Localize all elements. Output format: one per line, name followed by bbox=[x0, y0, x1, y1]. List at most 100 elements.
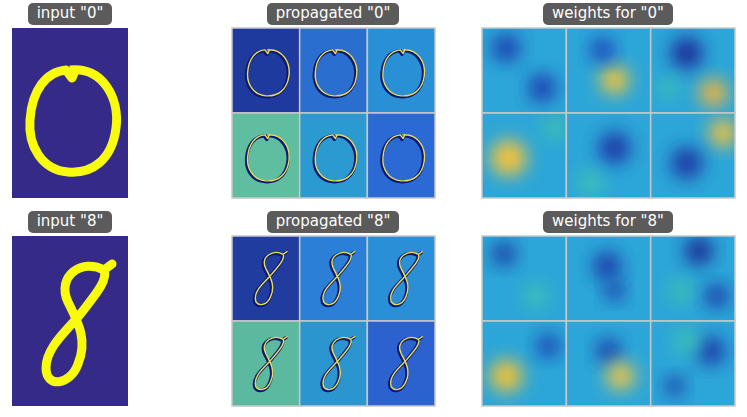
tile-digit bbox=[391, 252, 423, 305]
tile-digit bbox=[390, 253, 422, 306]
tile-ground bbox=[232, 321, 300, 406]
weight-blob bbox=[492, 242, 516, 266]
tile-border bbox=[566, 236, 650, 321]
tile-ground bbox=[566, 28, 650, 113]
weight-blob bbox=[659, 78, 679, 98]
propagated-tile bbox=[367, 113, 435, 198]
weight-blob bbox=[685, 237, 713, 265]
weights-tile bbox=[566, 236, 650, 321]
tile-ground bbox=[367, 28, 435, 113]
tile-digit bbox=[315, 134, 357, 181]
digit-stroke bbox=[322, 253, 354, 306]
tile-digit bbox=[383, 134, 425, 181]
tile-border bbox=[651, 236, 735, 321]
tile-ground bbox=[232, 113, 300, 198]
tile-digit bbox=[248, 134, 290, 181]
tile-ground bbox=[566, 113, 650, 198]
input-image bbox=[12, 28, 128, 198]
propagated-tile bbox=[232, 321, 300, 406]
propagated-tile bbox=[232, 28, 300, 113]
propagated-tile bbox=[367, 236, 435, 321]
tile-digit bbox=[314, 50, 356, 97]
tile-digit bbox=[323, 252, 355, 305]
digit-stroke bbox=[46, 264, 112, 382]
propagated-tile bbox=[300, 236, 368, 321]
tile-digit bbox=[315, 49, 357, 96]
weight-blob bbox=[536, 334, 560, 358]
tile-digit bbox=[248, 49, 290, 96]
weights-field bbox=[566, 113, 650, 198]
tile-ground bbox=[651, 236, 735, 321]
tile-ground bbox=[482, 236, 566, 321]
weight-blob bbox=[709, 119, 735, 147]
digit-stroke bbox=[382, 135, 424, 182]
tile-border bbox=[651, 28, 735, 113]
weight-blob bbox=[490, 360, 522, 392]
propagated-tile bbox=[367, 321, 435, 406]
panel-header: propagated "0" bbox=[267, 3, 400, 25]
weight-blob bbox=[675, 329, 699, 353]
tile-border bbox=[566, 28, 650, 113]
weight-blob bbox=[491, 140, 527, 176]
digit-stroke bbox=[314, 135, 356, 182]
tile-ground bbox=[300, 321, 368, 406]
propagated-tile bbox=[232, 236, 300, 321]
propagated-tile bbox=[367, 28, 435, 113]
tile-ground bbox=[651, 28, 735, 113]
weight-blob bbox=[699, 79, 727, 107]
weight-blob bbox=[492, 34, 520, 62]
weight-blob bbox=[524, 284, 548, 308]
weights-tile bbox=[651, 321, 735, 406]
tile-border bbox=[566, 321, 650, 406]
tile-ground bbox=[482, 321, 566, 406]
weight-blob bbox=[578, 171, 602, 195]
tile-border bbox=[482, 236, 566, 321]
digit-stroke bbox=[255, 337, 287, 390]
weights-field bbox=[651, 236, 735, 321]
weights-tile bbox=[482, 113, 566, 198]
digit-stroke bbox=[247, 135, 289, 182]
tile-border bbox=[482, 28, 566, 113]
weight-blob bbox=[697, 337, 725, 365]
digit-stroke bbox=[254, 253, 286, 306]
digit-stroke bbox=[382, 50, 424, 97]
weight-blob bbox=[671, 37, 703, 69]
tile-digit bbox=[391, 337, 423, 390]
header-text: propagated "8" bbox=[276, 212, 391, 230]
digit-stroke bbox=[383, 49, 425, 96]
tile-ground bbox=[300, 28, 368, 113]
weight-blob bbox=[542, 116, 566, 140]
digit-stroke bbox=[248, 49, 290, 96]
panel-header: input "0" bbox=[28, 3, 113, 25]
header-text: propagated "0" bbox=[276, 4, 391, 22]
weights-field bbox=[482, 236, 566, 321]
tile-ground bbox=[232, 236, 300, 321]
weight-blob bbox=[705, 284, 729, 308]
digit-stroke bbox=[323, 252, 355, 305]
tile-digit bbox=[383, 49, 425, 96]
propagated-tile bbox=[300, 113, 368, 198]
tile-border bbox=[482, 113, 566, 198]
input-ground bbox=[12, 236, 128, 406]
tile-ground bbox=[367, 113, 435, 198]
weight-blob bbox=[601, 66, 629, 94]
weight-blob bbox=[593, 252, 621, 280]
weight-blob bbox=[669, 279, 693, 303]
weights-tile bbox=[566, 28, 650, 113]
tile-digit bbox=[323, 337, 355, 390]
tile-ground bbox=[482, 113, 566, 198]
tile-ground bbox=[367, 236, 435, 321]
weights-field bbox=[482, 321, 566, 406]
weights-tile bbox=[482, 28, 566, 113]
weight-blob bbox=[665, 376, 685, 396]
weight-blob bbox=[597, 339, 621, 363]
panel-header: input "8" bbox=[28, 211, 113, 233]
weights-tile bbox=[651, 236, 735, 321]
tile-ground bbox=[566, 236, 650, 321]
propagated-tile bbox=[300, 28, 368, 113]
digit-stroke bbox=[314, 50, 356, 97]
weights-field bbox=[566, 28, 650, 113]
tile-digit bbox=[382, 50, 424, 97]
